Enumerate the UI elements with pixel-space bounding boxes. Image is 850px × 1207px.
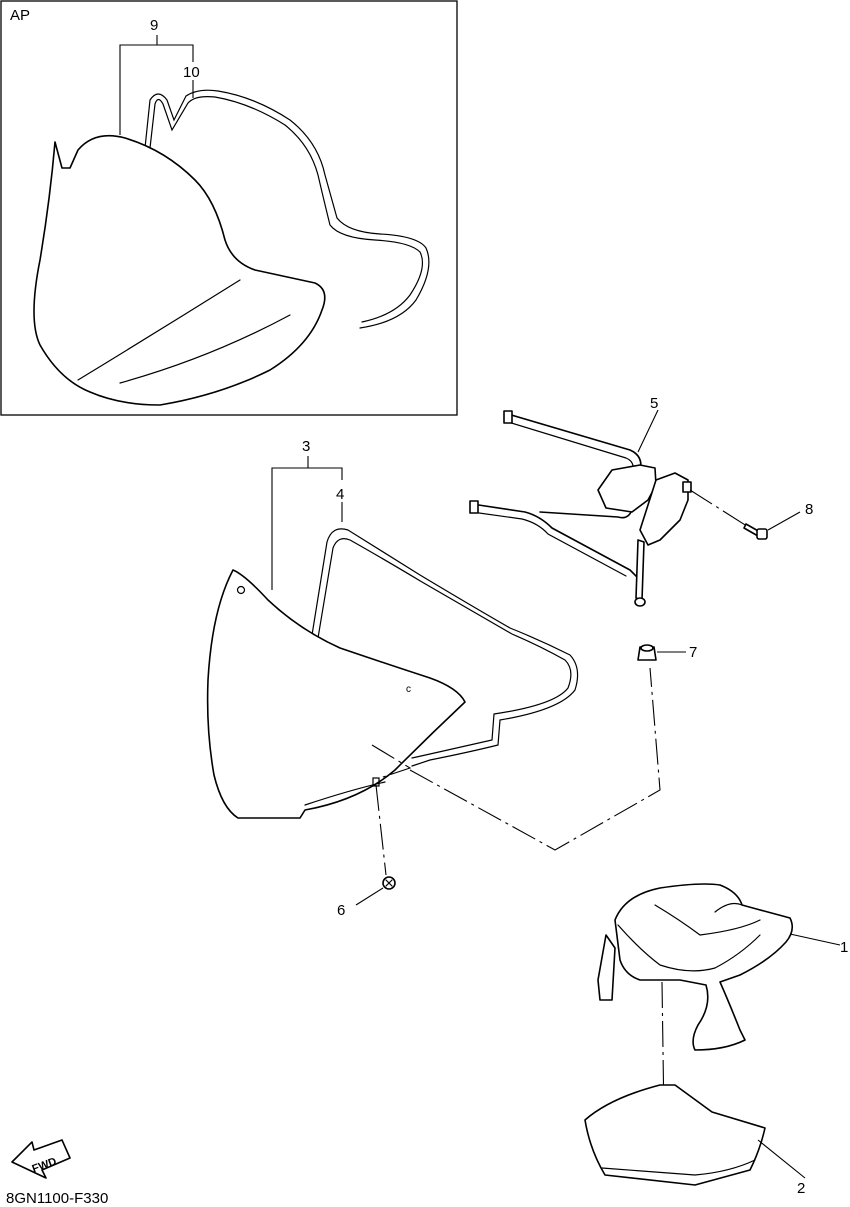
inset-frame: [0, 0, 458, 416]
fwd-arrow-icon: FWD: [11, 1139, 71, 1179]
cowl-1: 1: [597, 883, 848, 1121]
inset-tag: AP: [10, 7, 30, 24]
stay-down-rod: [635, 539, 645, 601]
stay-lower-rod-edge: [471, 511, 627, 577]
callout-2: 2: [797, 1180, 805, 1197]
bolt-8: 8: [743, 501, 813, 540]
trim-strip-inner: [317, 538, 572, 759]
grommet-top: [640, 644, 654, 652]
inset-trim-strip: [149, 96, 423, 323]
panel-edge: [601, 1159, 756, 1176]
leader-1: [789, 933, 841, 946]
alignment-line-8: [689, 489, 751, 529]
trim-strip: [311, 528, 579, 767]
alignment-line-1-2: [661, 981, 665, 1121]
leader-2: [757, 1139, 806, 1179]
callout-9: 9: [150, 17, 158, 34]
screw-slot: [385, 879, 393, 887]
leader-6: [355, 887, 384, 906]
headlight-cowl: [614, 883, 794, 1051]
rod-end: [469, 500, 479, 514]
callout-bracket-3: [271, 467, 343, 590]
grommet-7: 7: [637, 644, 697, 661]
callout-8: 8: [805, 501, 813, 518]
callout-10: 10: [183, 64, 200, 81]
inset-crease: [77, 279, 241, 381]
lens-panel: [584, 1084, 766, 1186]
cowl-side-tab: [597, 934, 616, 1001]
bolt-head: [756, 528, 768, 540]
windshield-assembly: 3 4 c: [206, 438, 661, 876]
callout-3: 3: [302, 438, 310, 455]
inset-crease: [119, 314, 291, 384]
cowl-edge: [654, 904, 761, 936]
panel-2: 2: [584, 1084, 806, 1197]
part-small-mark: c: [406, 684, 411, 695]
inset-windshield: [33, 134, 326, 406]
leader-8: [767, 511, 801, 531]
leader-5: [637, 409, 659, 453]
windshield-crease: [304, 781, 386, 806]
rod-end: [634, 597, 646, 607]
windshield: [206, 569, 466, 819]
alignment-line-6: [375, 784, 387, 876]
callout-4: 4: [336, 486, 344, 503]
stay-mount: [639, 472, 689, 546]
diagram-code: 8GN1100-F330: [6, 1190, 108, 1207]
windshield-fold-line: [371, 744, 412, 779]
callout-1: 1: [840, 939, 848, 956]
cowl-edge: [714, 902, 743, 913]
inset-trim-strip-inner: [144, 89, 430, 329]
cowl-edge: [617, 924, 761, 972]
callout-7: 7: [689, 644, 697, 661]
rod-end: [503, 410, 513, 424]
mount-tab: [682, 481, 692, 493]
callout-6: 6: [337, 902, 345, 919]
stay-lower-rod: [471, 503, 638, 578]
stay-5: 5: [469, 395, 751, 607]
alignment-line: [409, 667, 661, 851]
inset-ap: AP 9 10: [0, 0, 458, 416]
callout-bracket-9: [119, 44, 194, 135]
screw-6: 6: [337, 876, 396, 919]
mount-hole: [236, 585, 246, 595]
callout-5: 5: [650, 395, 658, 412]
